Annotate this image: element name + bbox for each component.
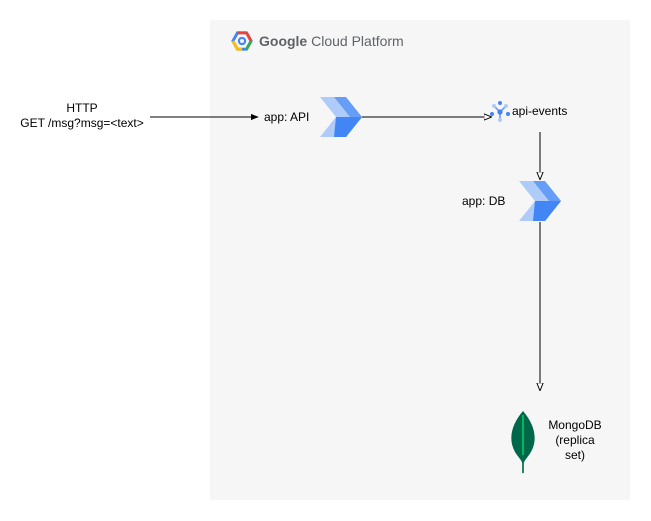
gcp-title: Google Cloud Platform — [259, 33, 404, 49]
gcp-brand: Google — [259, 33, 308, 49]
cloud-run-icon — [519, 181, 561, 221]
http-path-line: GET /msg?msg=<text> — [20, 116, 144, 130]
google-cloud-logo-icon — [231, 31, 253, 51]
http-request-label: HTTP GET /msg?msg=<text> — [12, 101, 152, 131]
pubsub-icon — [490, 101, 510, 122]
mongodb-label-line1: MongoDB — [548, 418, 602, 432]
cloud-run-icon — [320, 97, 362, 137]
mongodb-label-line3: set) — [564, 448, 585, 462]
api-app-label: app: API — [264, 110, 310, 124]
api-events-label: api-events — [512, 104, 568, 118]
mongodb-leaf-icon — [511, 411, 535, 473]
mongodb-label-line2: (replica — [555, 433, 595, 447]
gcp-product: Cloud Platform — [311, 33, 404, 49]
gcp-header: Google Cloud Platform — [231, 31, 404, 51]
http-method-line: HTTP — [66, 101, 98, 115]
db-app-label: app: DB — [462, 194, 506, 208]
mongodb-label: MongoDB (replica set) — [540, 418, 610, 463]
gcp-boundary — [210, 20, 630, 500]
